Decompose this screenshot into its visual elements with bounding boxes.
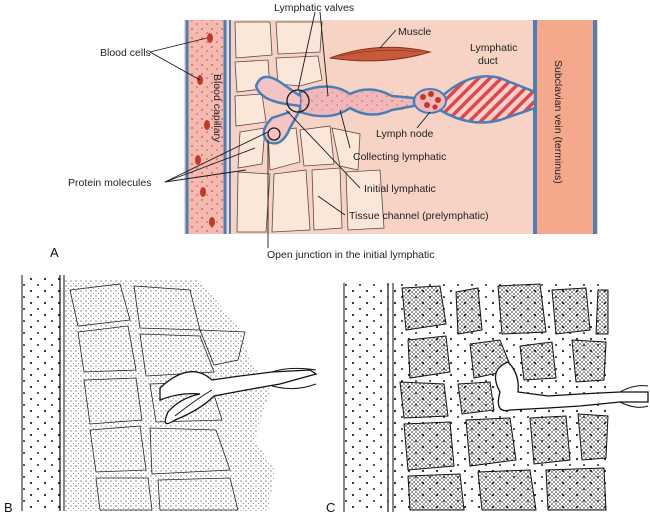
collecting-lymphatic-label: Collecting lymphatic: [353, 151, 446, 163]
lymphatic-valve-2: [267, 127, 281, 141]
tissue-channel-label: Tissue channel (prelymphatic): [349, 210, 489, 222]
lymphatic-duct-label-line2: duct: [478, 55, 498, 67]
panel-c-letter: C: [326, 500, 335, 515]
lymph-node-label: Lymph node: [376, 128, 434, 140]
lymphatic-duct-label-line1: Lymphatic: [470, 42, 517, 54]
panel-b-letter: B: [4, 500, 13, 515]
panel-a-letter: A: [50, 245, 59, 260]
lymphatic-valves-label: Lymphatic valves: [274, 2, 354, 14]
capillary-strip-b: [22, 275, 60, 511]
panel-a: Blood capillary Subclavian vein (terminu…: [50, 2, 598, 261]
tissue-cells-b: [69, 283, 246, 511]
panel-b: B: [4, 275, 318, 515]
open-junction-label: Open junction in the initial lymphatic: [267, 249, 435, 261]
subclavian-vein: [535, 20, 595, 234]
tissue-cells-c: [399, 283, 609, 511]
muscle-label: Muscle: [398, 26, 431, 38]
protein-molecules-label: Protein molecules: [68, 177, 151, 189]
leader-lines: [149, 11, 431, 248]
initial-lymphatic-b: [159, 369, 318, 425]
capillary-strip-c: [344, 283, 388, 512]
initial-lymphatic-label: Initial lymphatic: [364, 183, 436, 195]
lymphatic-duct: [438, 74, 537, 124]
blood-cells-label: Blood cells: [100, 47, 151, 59]
subclavian-vein-label: Subclavian vein (terminus): [552, 60, 564, 184]
blood-capillary-label: Blood capillary: [211, 74, 223, 143]
initial-lymphatic-c: [494, 361, 649, 412]
panel-c: C: [326, 283, 649, 515]
